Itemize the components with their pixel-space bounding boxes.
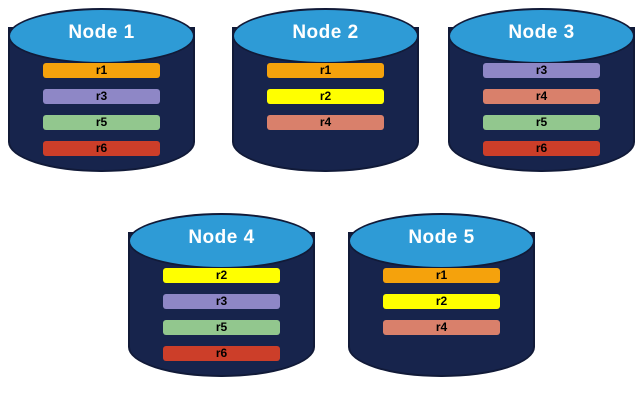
node-cylinder-5[interactable]: Node 5 r1 r2 r4 [348, 213, 535, 389]
node-cylinder-2[interactable]: Node 2 r1 r2 r4 [232, 8, 419, 184]
shard-item[interactable]: r2 [267, 89, 384, 104]
shard-item[interactable]: r5 [43, 115, 160, 130]
shard-item[interactable]: r1 [383, 268, 500, 283]
shard-item[interactable]: r4 [483, 89, 600, 104]
shard-item[interactable]: r2 [383, 294, 500, 309]
cylinder-top-ellipse [448, 8, 635, 64]
node-cylinder-3[interactable]: Node 3 r3 r4 r5 r6 [448, 8, 635, 184]
shard-item[interactable]: r6 [163, 346, 280, 361]
shard-item[interactable]: r5 [483, 115, 600, 130]
node-cylinder-1[interactable]: Node 1 r1 r3 r5 r6 [8, 8, 195, 184]
node-cylinder-4[interactable]: Node 4 r2 r3 r5 r6 [128, 213, 315, 389]
shard-item[interactable]: r4 [383, 320, 500, 335]
shard-list: r3 r4 r5 r6 [483, 63, 600, 167]
cylinder-top-ellipse [128, 213, 315, 269]
shard-list: r1 r2 r4 [383, 268, 500, 346]
shard-item[interactable]: r3 [483, 63, 600, 78]
shard-item[interactable]: r1 [43, 63, 160, 78]
shard-item[interactable]: r6 [483, 141, 600, 156]
shard-list: r2 r3 r5 r6 [163, 268, 280, 372]
shard-item[interactable]: r5 [163, 320, 280, 335]
shard-list: r1 r2 r4 [267, 63, 384, 141]
shard-item[interactable]: r2 [163, 268, 280, 283]
shard-item[interactable]: r1 [267, 63, 384, 78]
cylinder-top-ellipse [348, 213, 535, 269]
cylinder-top-ellipse [8, 8, 195, 64]
shard-item[interactable]: r3 [163, 294, 280, 309]
shard-list: r1 r3 r5 r6 [43, 63, 160, 167]
shard-item[interactable]: r4 [267, 115, 384, 130]
shard-item[interactable]: r3 [43, 89, 160, 104]
cylinder-top-ellipse [232, 8, 419, 64]
shard-item[interactable]: r6 [43, 141, 160, 156]
